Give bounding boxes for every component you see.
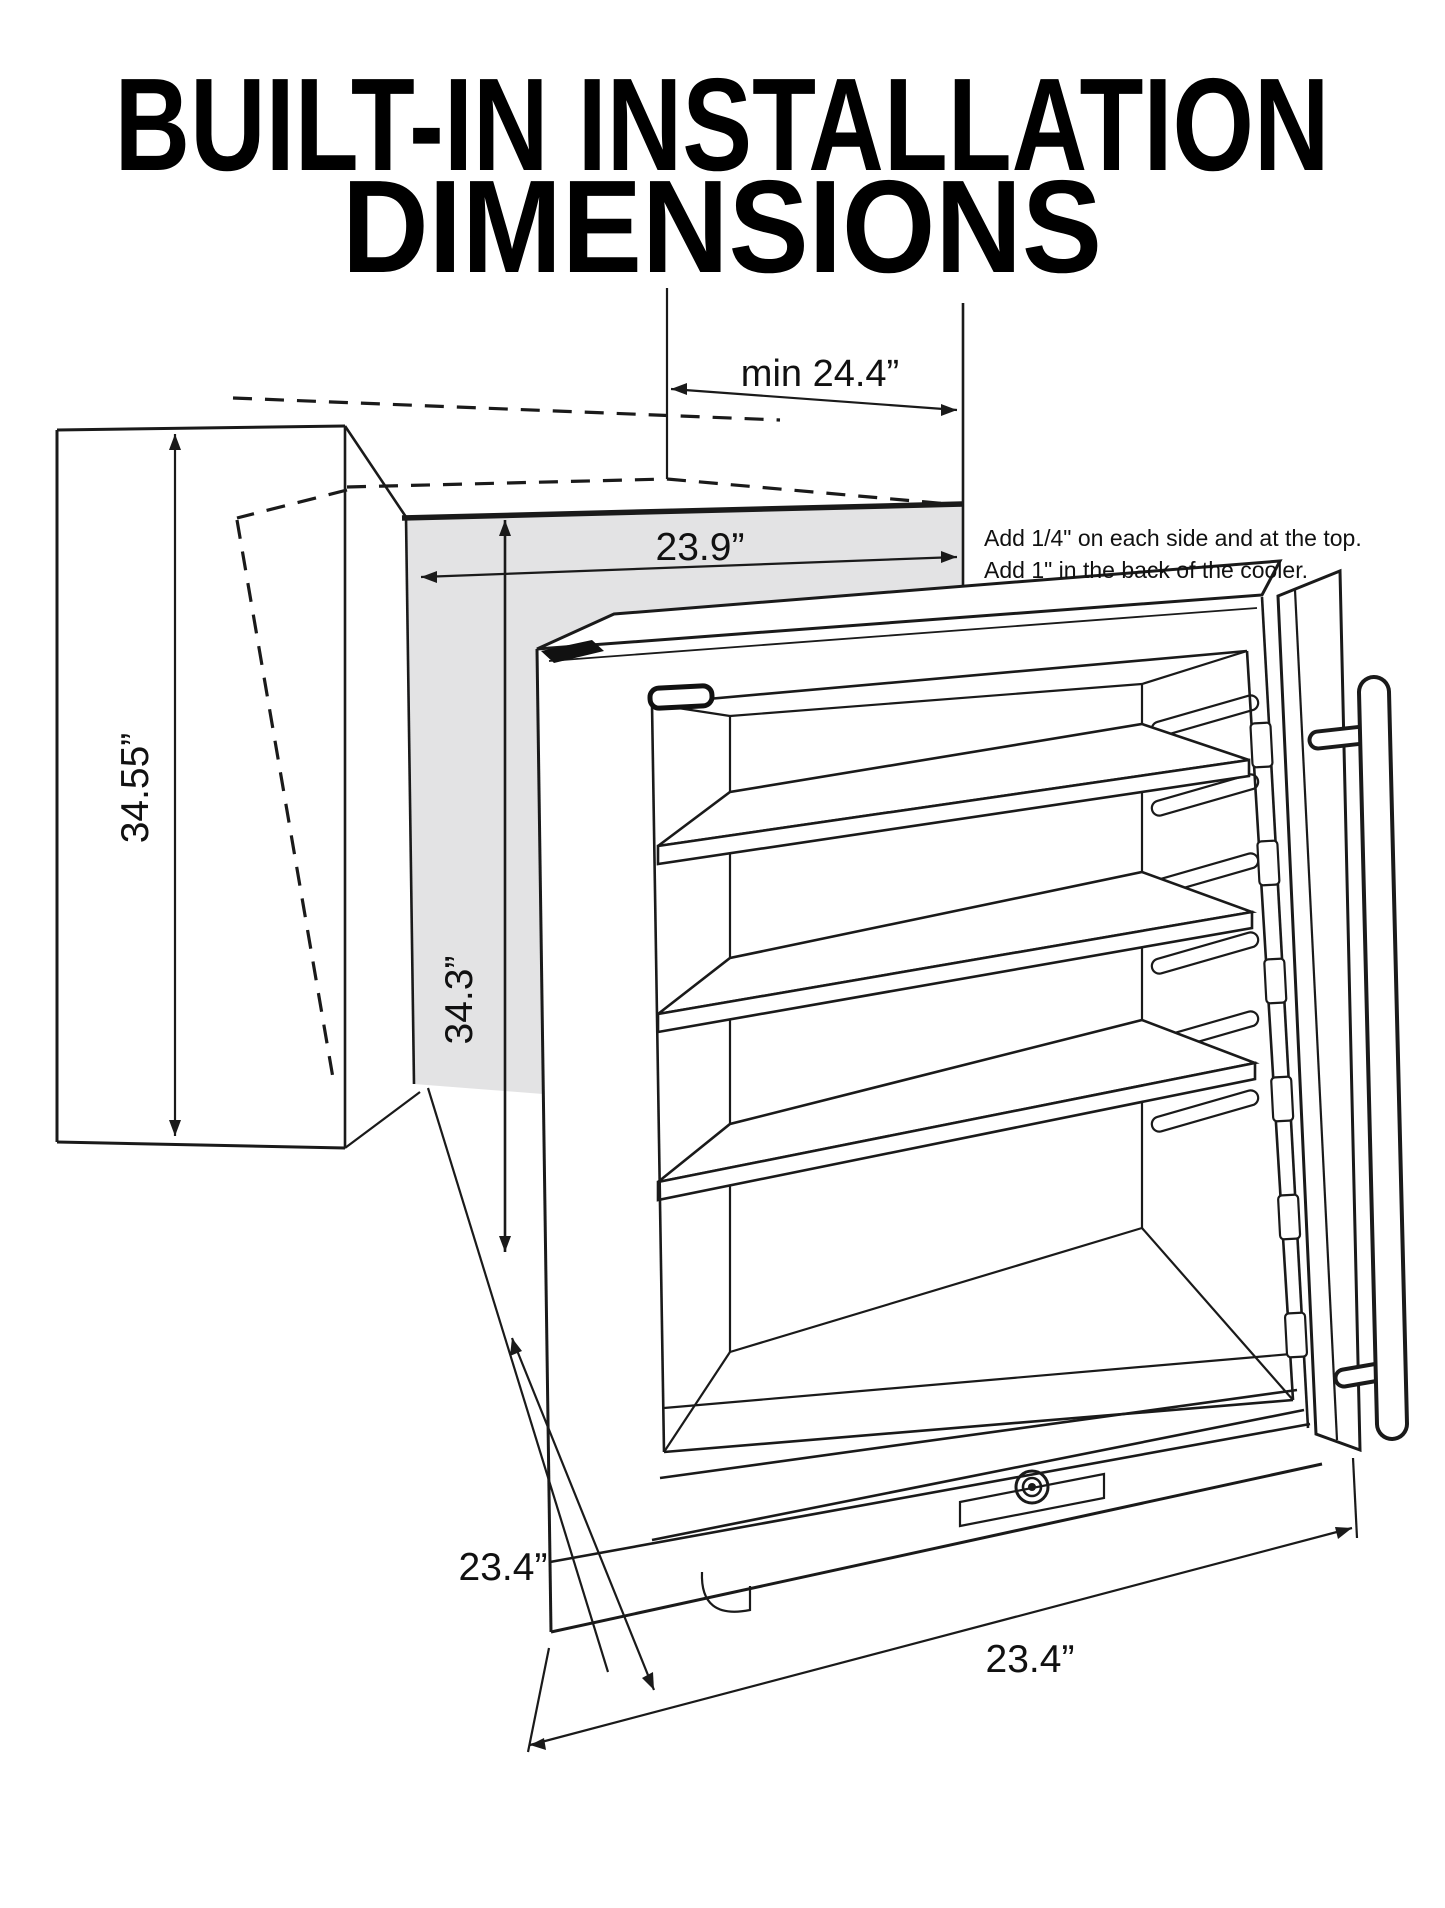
title-line-1: BUILT-IN INSTALLATION [115,51,1330,198]
top-rail-inner-edge [651,649,1248,706]
mount-slot [1249,721,1274,769]
note-line-1: Add 1/4" on each side and at the top. [984,525,1362,551]
cooler-top-face [536,559,1283,651]
glass-door [1276,568,1362,1453]
dimension-line [420,555,958,579]
kick-plate-lines [549,1388,1323,1634]
niche-top-edge [401,501,964,521]
title-line-2: DIMENSIONS [342,153,1102,300]
dimension-line [529,1526,1353,1747]
mount-slot [1277,1193,1302,1241]
extension-line-right [1351,1457,1359,1539]
dim-niche-depth: min 24.4” [665,288,958,479]
mount-slot [1270,1075,1295,1123]
dim-niche-height: 34.55” [114,434,181,1136]
niche-width-label: 23.9” [656,526,745,569]
niche-recess [401,303,965,1094]
page-title: BUILT-IN INSTALLATION DIMENSIONS [115,51,1330,300]
hidden-ceiling-right-edge [666,477,961,507]
shelf [656,1018,1260,1202]
door-panel [1276,568,1362,1453]
shelf-rail [1150,1089,1260,1133]
installation-note: Add 1/4" on each side and at the top. Ad… [984,525,1362,583]
dim-cooler-height: 34.3” [438,520,511,1252]
kick-plate-bracket [700,1571,752,1613]
beverage-cooler [535,559,1409,1634]
interior-light-housing [647,683,715,711]
interior-floor-right-joint [1141,1227,1294,1401]
interior-floor-left-joint [663,1351,731,1453]
cooler-left-silhouette [535,648,553,1633]
cooler-shelves [656,722,1260,1202]
interior-floor-back-edge [729,1226,1143,1354]
opening-bottom-edge [663,1398,1294,1454]
extension-line-left [526,1647,551,1753]
wall-top-edge [56,424,346,432]
dimension-line [670,387,958,412]
interior-ceiling-right-joint [1141,649,1248,686]
cooler-top-front-inner-line [548,607,1258,662]
lock-cylinder-ring [1021,1476,1043,1498]
dim-cooler-width: 23.4” [526,1457,1359,1753]
shelf [656,722,1251,866]
cooler-bottom-silhouette [550,1462,1323,1634]
niche-sidewall-bottom-joint [344,1091,421,1149]
niche-back-panel [406,504,963,1094]
cooler-height-label: 34.3” [438,956,481,1045]
dim-niche-width: 23.9” [420,526,958,583]
mount-slot [1256,839,1281,887]
niche-left-inner-edge [404,516,416,1085]
right-stile-inner-edge [1245,650,1295,1401]
note-line-2: Add 1" in the back of the cooler. [984,557,1308,583]
interior-ceiling-back-edge [729,682,1143,718]
hidden-rear-left-joint [236,488,348,520]
lock-keyhole [1028,1483,1036,1491]
lock-cylinder-outer [1014,1469,1050,1505]
mount-slot [1263,957,1288,1005]
niche-height-label: 34.55” [114,733,157,844]
shelf-mount-slots [1249,721,1309,1359]
niche-depth-label: min 24.4” [741,353,899,395]
lock-plate [958,1472,1106,1528]
top-hinge [541,640,604,663]
niche-hidden-edges [232,396,961,1079]
door-handle [1307,675,1409,1441]
left-stile-inner-edge [650,703,666,1453]
cooler-depth-label: 23.4” [459,1546,548,1589]
mount-slot [1283,1311,1309,1359]
hidden-ceiling-left-edge [346,477,668,489]
niche-sidewall-top-joint [343,425,408,518]
shelf-rail [1150,773,1260,817]
extension-line [426,1087,610,1673]
cooler-width-label: 23.4” [986,1638,1075,1681]
wall-outline [55,424,421,1150]
door-lock [958,1469,1106,1528]
dimension-line [510,1337,656,1691]
wall-bottom-edge [56,1140,346,1150]
shelf-rail [1150,931,1260,975]
dim-cooler-depth: 23.4” [426,1087,656,1691]
interior-floor-front-edge [663,1352,1292,1410]
door-inner-line [1293,589,1339,1441]
hidden-top-rear-edge [232,396,781,422]
hidden-left-rear-corner [235,519,335,1079]
shelf [656,870,1258,1034]
